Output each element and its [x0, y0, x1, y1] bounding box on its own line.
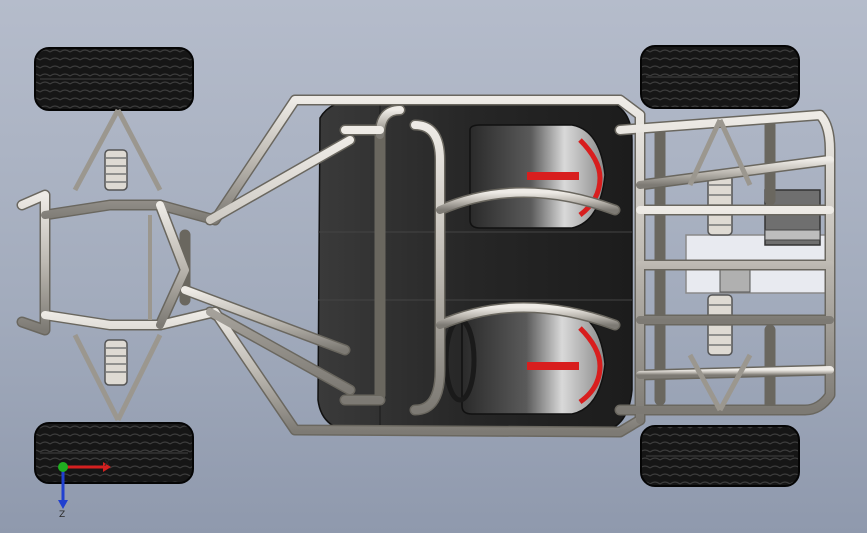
- triad-x-label: X: [104, 459, 110, 469]
- seat-driver[interactable]: [469, 124, 606, 229]
- tire-rear-right[interactable]: [640, 425, 800, 487]
- triad-z-label: Z: [59, 510, 65, 520]
- tube-frame[interactable]: [16, 94, 836, 438]
- front-suspension[interactable]: [72, 108, 163, 422]
- tire-rear-left[interactable]: [34, 422, 194, 484]
- tire-front-left[interactable]: [34, 47, 194, 111]
- axis-triad-icon: X Z: [58, 459, 111, 520]
- front-shock-right[interactable]: [104, 339, 128, 386]
- front-shock-left[interactable]: [104, 149, 128, 191]
- rear-suspension[interactable]: [687, 118, 753, 412]
- tire-front-right[interactable]: [640, 45, 800, 109]
- seat-passenger[interactable]: [461, 311, 606, 415]
